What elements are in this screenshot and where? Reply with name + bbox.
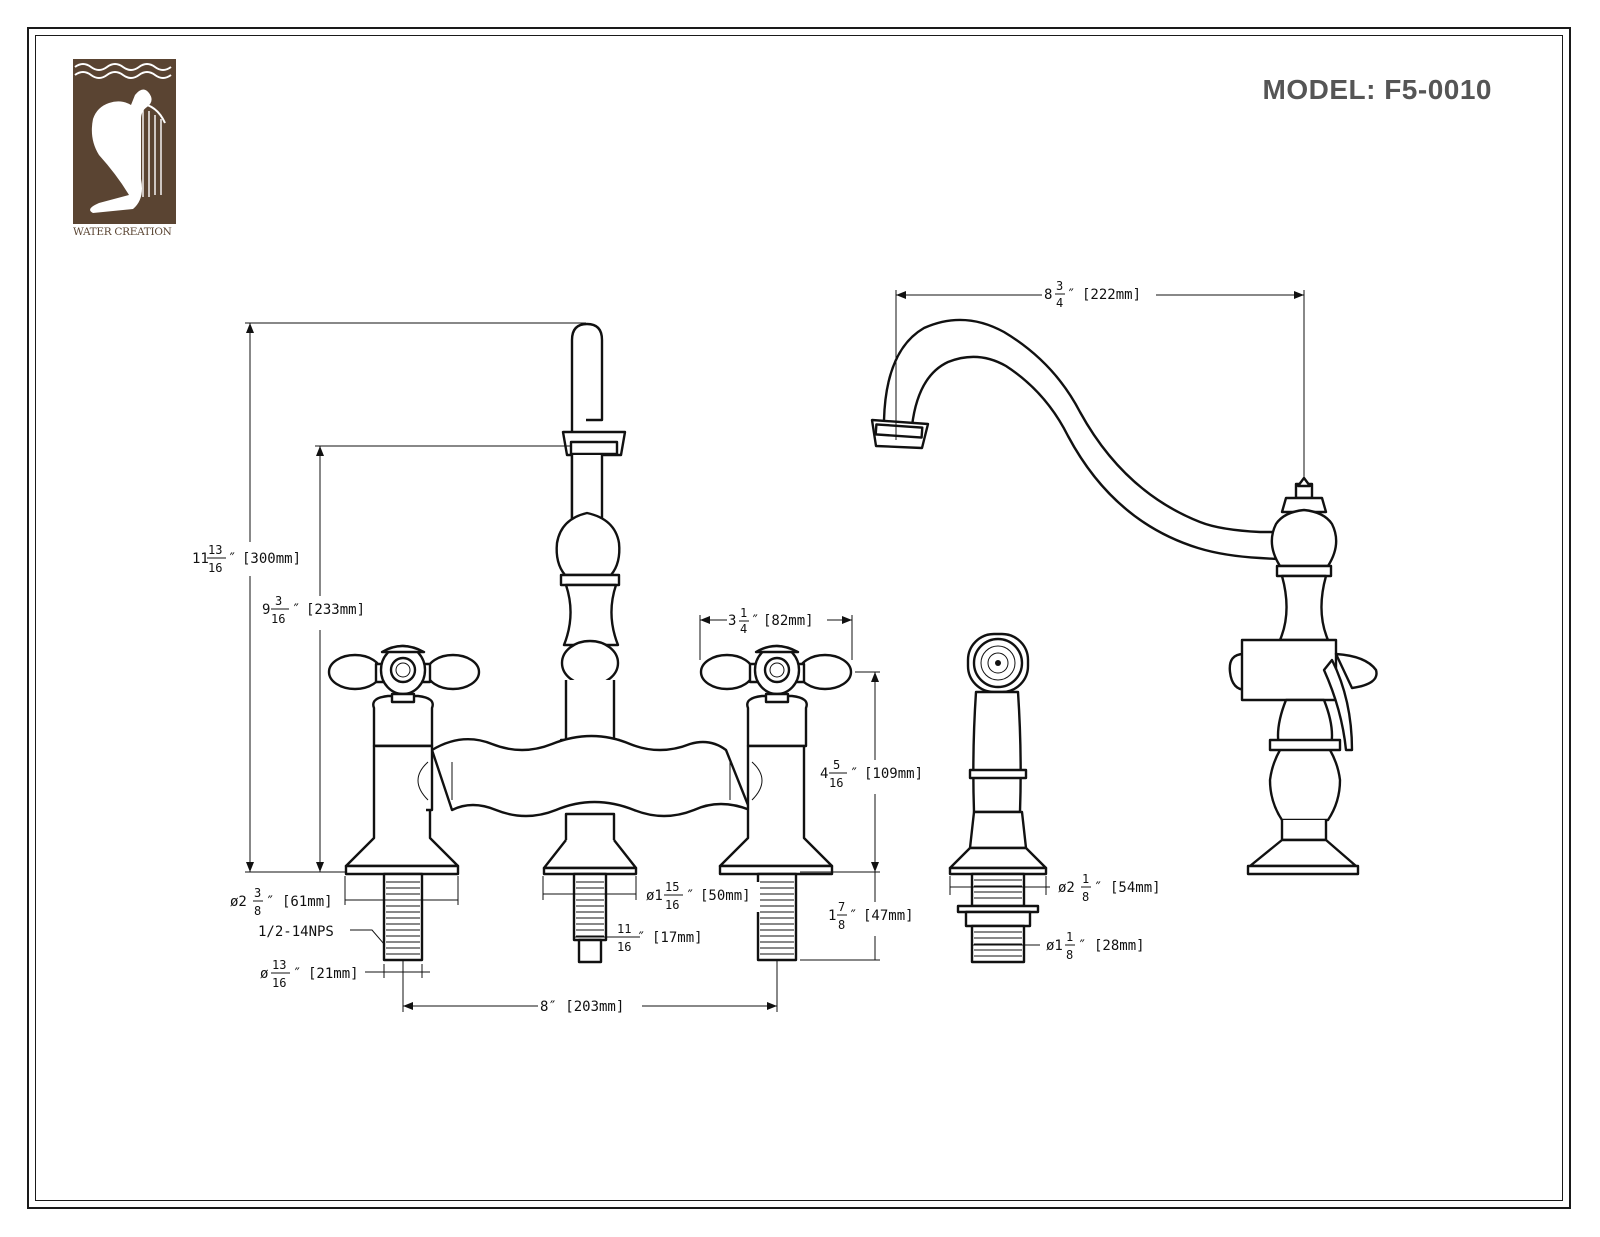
center-flange-dia-prefix: ø1 — [646, 888, 663, 904]
center-shank-dia-den: 16 — [617, 940, 631, 954]
spray-shank-dia-prefix: ø1 — [1046, 938, 1063, 954]
spout-height-num: 3 — [275, 594, 282, 608]
shank-length-num: 7 — [838, 900, 845, 914]
spray-shank-dia-num: 1 — [1066, 930, 1073, 944]
flange-dia-unit: ″ — [266, 894, 274, 910]
dim-spout-height: 9 3 16 ″ [233mm] — [258, 594, 384, 630]
spout-reach-whole: 8 — [1044, 287, 1052, 303]
handle-span-whole: 3 — [728, 613, 736, 629]
spray-flange-dia-prefix: ø2 — [1058, 880, 1075, 896]
spout-reach-unit: ″ — [1067, 287, 1075, 303]
dim-handle-span: 3 1 4 ″ [82mm] — [727, 606, 827, 636]
kneeling-figure-icon — [74, 63, 172, 213]
center-shank-dia-unit: ″ — [637, 930, 645, 946]
dim-center-flange-dia: ø1 15 16 ″ [50mm] — [644, 880, 760, 912]
dim-overall-height: 11 13 16 ″ [300mm] — [190, 542, 314, 576]
overall-height-unit: ″ — [228, 551, 236, 567]
spray-flange-dia-unit: ″ — [1094, 880, 1102, 896]
dim-center-shank-dia: 11 16 ″ [17mm] — [616, 922, 703, 954]
spray-flange-dia-den: 8 — [1082, 890, 1089, 904]
handle-span-unit: ″ — [751, 613, 759, 629]
spout-height-whole: 9 — [262, 602, 270, 618]
flange-dia-den: 8 — [254, 904, 261, 918]
brand-caption: WATER CREATION — [73, 226, 172, 238]
dim-base-height: 4 5 16 ″ [109mm] — [818, 758, 934, 794]
handle-span-num: 1 — [740, 606, 747, 620]
shank-length-den: 8 — [838, 918, 845, 932]
brand-logo — [73, 59, 176, 224]
base-height-den: 16 — [829, 776, 843, 790]
dim-spout-reach: 8 3 4 ″ [222mm] — [1042, 279, 1156, 312]
base-height-metric: [109mm] — [864, 766, 923, 782]
spout-reach-den: 4 — [1056, 296, 1063, 310]
center-flange-dia-metric: [50mm] — [700, 888, 751, 904]
shank-length-whole: 1 — [828, 908, 836, 924]
overall-height-num: 13 — [208, 543, 222, 557]
dim-flange-dia: ø2 3 8 ″ [61mm] — [230, 886, 333, 918]
base-height-unit: ″ — [850, 766, 858, 782]
side-spray — [948, 632, 1048, 964]
shank-length-metric: [47mm] — [863, 908, 914, 924]
center-shank-dia-metric: [17mm] — [652, 930, 703, 946]
dim-spray-flange-dia: ø2 1 8 ″ [54mm] — [1056, 872, 1172, 904]
dim-spread: 8″ [203mm] — [538, 998, 642, 1015]
shank-dia-prefix: ø — [260, 966, 269, 982]
shank-dia-metric: [21mm] — [308, 966, 359, 982]
base-height-num: 5 — [833, 758, 840, 772]
center-flange-dia-num: 15 — [665, 880, 679, 894]
gooseneck-faucet — [870, 318, 1378, 876]
flange-dia-metric: [61mm] — [282, 894, 333, 910]
overall-height-den: 16 — [208, 561, 222, 575]
handle-span-metric: [82mm] — [763, 613, 814, 629]
shank-length-unit: ″ — [849, 908, 857, 924]
dim-shank-dia: ø 13 16 ″ [21mm] — [260, 958, 359, 990]
model-number: MODEL: F5-0010 — [1262, 74, 1492, 105]
center-shank-dia-num: 11 — [617, 922, 631, 936]
spray-flange-dia-num: 1 — [1082, 872, 1089, 886]
spout-height-unit: ″ — [292, 602, 300, 618]
spread-label: 8″ [203mm] — [540, 999, 624, 1015]
shank-dia-unit: ″ — [293, 966, 301, 982]
center-flange-dia-unit: ″ — [686, 888, 694, 904]
base-height-whole: 4 — [820, 766, 828, 782]
flange-dia-prefix: ø2 — [230, 894, 247, 910]
bridge-faucet — [327, 322, 853, 964]
thread-label: 1/2-14NPS — [258, 924, 334, 940]
shank-dia-den: 16 — [272, 976, 286, 990]
spray-shank-dia-unit: ″ — [1078, 938, 1086, 954]
spout-reach-num: 3 — [1056, 279, 1063, 293]
inner-border — [35, 35, 1563, 1201]
spout-height-den: 16 — [271, 612, 285, 626]
shank-dia-num: 13 — [272, 958, 286, 972]
spray-shank-dia-metric: [28mm] — [1094, 938, 1145, 954]
dim-shank-length: 1 7 8 ″ [47mm] — [826, 900, 926, 936]
spray-shank-dia-den: 8 — [1066, 948, 1073, 962]
dimension-lines-gooseneck — [895, 290, 1305, 480]
spout-reach-metric: [222mm] — [1082, 287, 1141, 303]
dimension-lines-spray — [949, 876, 1050, 946]
overall-height-metric: [300mm] — [242, 551, 301, 567]
overall-height-whole: 11 — [192, 551, 209, 567]
dim-thread: 1/2-14NPS — [258, 924, 334, 940]
dimension-lines-bridge — [245, 322, 880, 1012]
spray-flange-dia-metric: [54mm] — [1110, 880, 1161, 896]
center-flange-dia-den: 16 — [665, 898, 679, 912]
handle-span-den: 4 — [740, 622, 747, 636]
dim-spray-shank-dia: ø1 1 8 ″ [28mm] — [1046, 930, 1145, 962]
flange-dia-num: 3 — [254, 886, 261, 900]
spout-height-metric: [233mm] — [306, 602, 365, 618]
outer-border — [27, 27, 1571, 1209]
